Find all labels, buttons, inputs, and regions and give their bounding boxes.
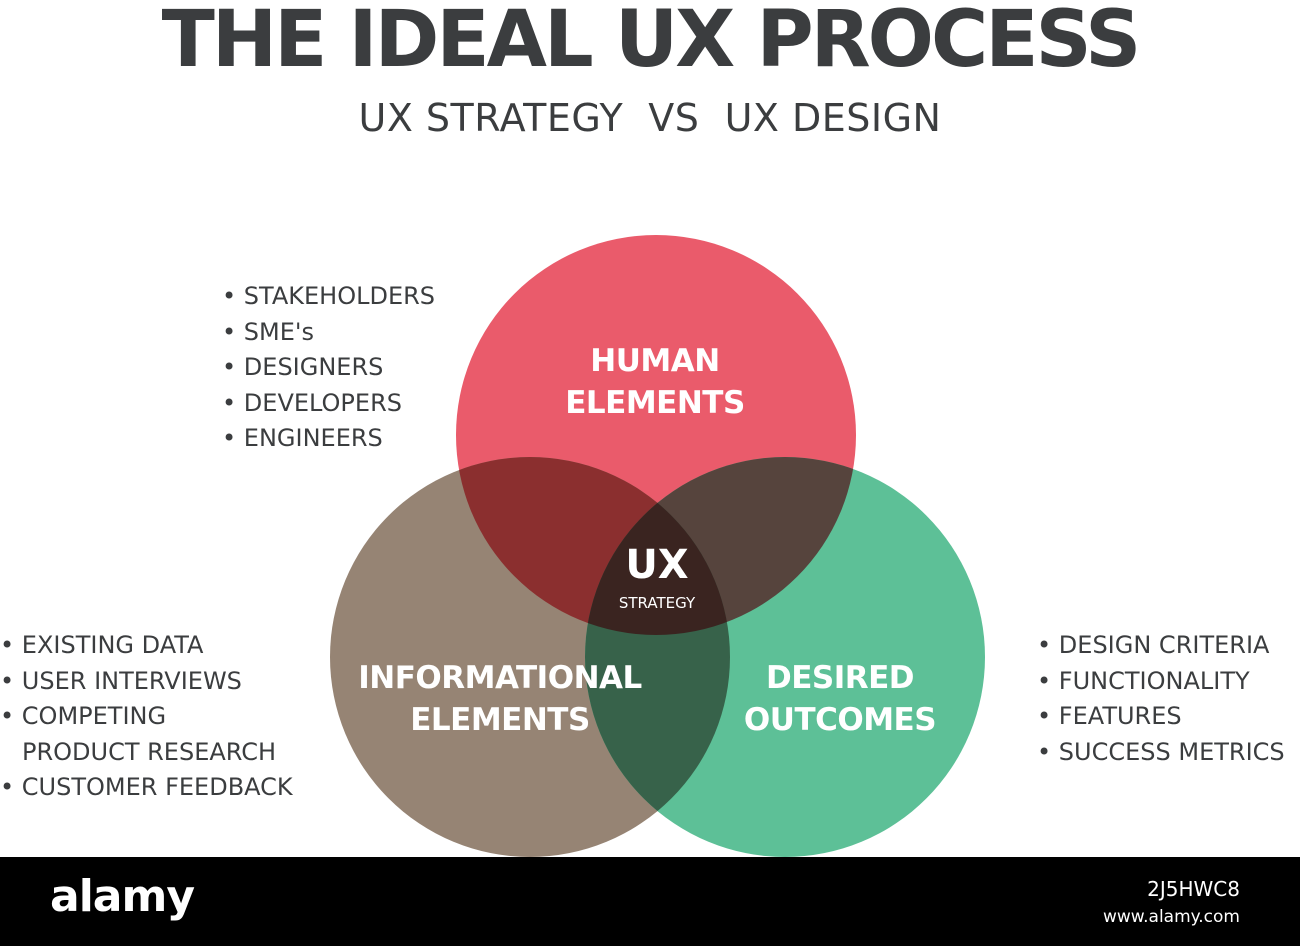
list-item: DEVELOPERS [222,386,435,422]
list-item: PRODUCT RESEARCH [22,737,277,766]
desired-outcomes-label: DESIRED OUTCOMES [743,660,937,738]
list-item: CUSTOMER FEEDBACK [0,770,293,806]
list-item: SUCCESS METRICS [1037,735,1285,771]
desired-outcomes-list: DESIGN CRITERIA FUNCTIONALITY FEATURES S… [1037,628,1285,770]
list-item: ENGINEERS [222,421,435,457]
list-item: FUNCTIONALITY [1037,664,1285,700]
informational-elements-list: EXISTING DATA USER INTERVIEWS COMPETING … [0,628,293,806]
footer-url: www.alamy.com [1102,907,1240,927]
center-overlap [585,457,730,635]
list-item: DESIGNERS [222,350,435,386]
human-elements-label: HUMAN ELEMENTS [565,343,745,421]
list-item: STAKEHOLDERS [222,279,435,315]
image-id: 2J5HWC8 [1147,877,1240,901]
center-ux-title: UX [625,542,689,588]
list-item: FEATURES [1037,699,1285,735]
list-item: USER INTERVIEWS [0,664,293,700]
footer-bar: alamy 2J5HWC8 www.alamy.com [0,857,1300,946]
list-item: EXISTING DATA [0,628,293,664]
center-strategy-subtitle: STRATEGY [618,594,696,612]
human-elements-list: STAKEHOLDERS SME's DESIGNERS DEVELOPERS … [222,279,435,457]
list-item: SME's [222,315,435,351]
list-item: COMPETING [0,699,293,735]
page-title: THE IDEAL UX PROCESS [161,0,1142,85]
list-item: DESIGN CRITERIA [1037,628,1285,664]
alamy-logo: alamy [50,871,195,922]
page-subtitle: UX STRATEGY VS UX DESIGN [358,96,942,140]
informational-elements-label: INFORMATIONAL ELEMENTS [358,660,642,738]
